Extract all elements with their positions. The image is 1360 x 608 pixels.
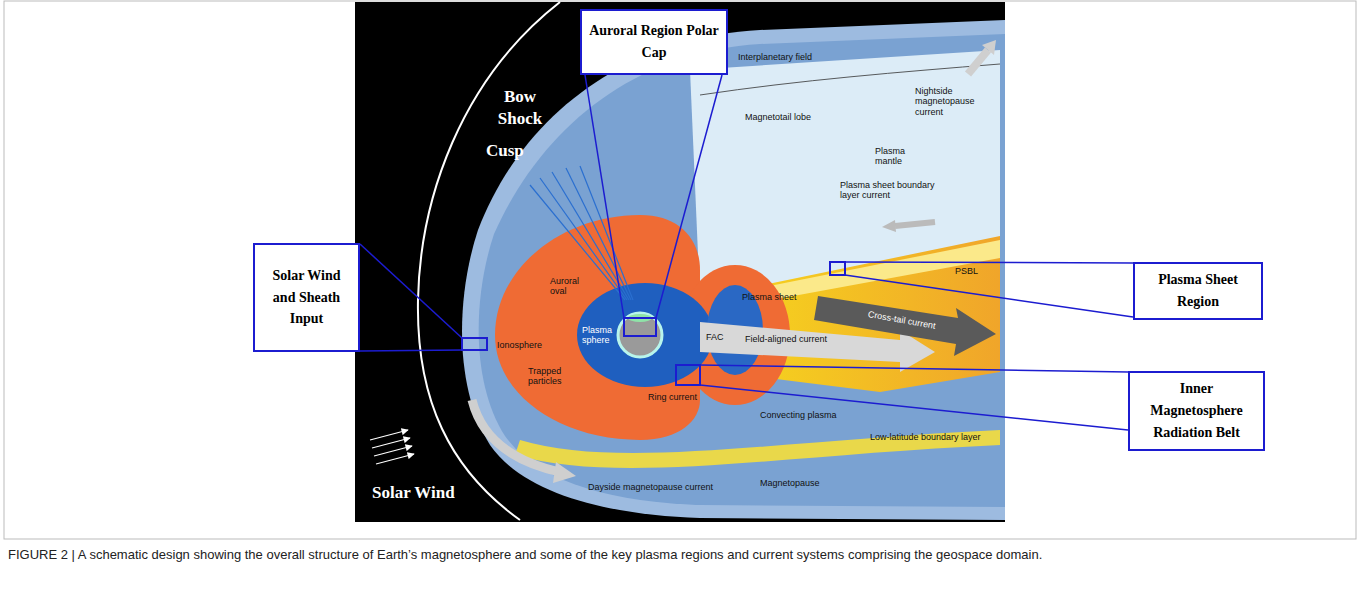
- region-label: Ionosphere: [497, 340, 542, 350]
- region-title: Solar Wind: [372, 482, 455, 504]
- leader-line: [845, 262, 1133, 263]
- callout-marker: [830, 262, 845, 275]
- region-title: Bow Shock: [492, 86, 548, 130]
- region-label: Plasma sheet: [742, 292, 797, 302]
- solar-wind-arrows: [370, 430, 414, 464]
- region-label: PSBL: [955, 266, 978, 276]
- region-label: Magnetotail lobe: [745, 112, 811, 122]
- magnetosheath-layer: [462, 20, 1005, 520]
- callout-box: Auroral Region Polar Cap: [580, 9, 728, 75]
- solar-wind-arrow: [372, 438, 410, 448]
- field-line: [580, 166, 633, 300]
- callout-text: Plasma Sheet Region: [1140, 269, 1256, 312]
- region-label: Nightside magnetopause current: [915, 86, 977, 117]
- region-label: Plasma sheet boundary layer current: [840, 180, 950, 201]
- callout-box: Plasma Sheet Region: [1133, 262, 1263, 320]
- region-label: Low-latitude boundary layer: [870, 432, 981, 442]
- dayside-current-arrow: [472, 400, 560, 472]
- region-label: Ring current: [648, 392, 697, 402]
- region-label: Dayside magnetopause current: [588, 482, 718, 492]
- nightside-current-arrowhead: [982, 40, 996, 55]
- region-label: Auroral oval: [550, 276, 592, 297]
- nightside-current-arrow: [968, 50, 988, 74]
- callout-box: Inner Magnetosphere Radiation Belt: [1128, 371, 1265, 451]
- region-label: Magnetopause: [760, 478, 820, 488]
- callout-text: Inner Magnetosphere Radiation Belt: [1135, 378, 1258, 443]
- figure-frame: [4, 1, 1356, 539]
- callout-marker: [624, 318, 656, 336]
- callout-text: Solar Wind and Sheath Input: [260, 265, 353, 330]
- callout-marker: [676, 365, 700, 385]
- psbl-current-arrowhead: [882, 220, 896, 232]
- plasmasphere-region: [577, 283, 713, 387]
- leader-line: [585, 75, 624, 318]
- region-label: Interplanetary field: [738, 52, 812, 62]
- region-label: FAC: [706, 332, 724, 342]
- figure-caption: FIGURE 2 | A schematic design showing th…: [8, 546, 1352, 564]
- dayside-current-arrowhead: [553, 462, 576, 483]
- region-title: Cusp: [486, 140, 524, 162]
- leader-line: [700, 385, 1128, 430]
- solar-wind-arrow: [370, 430, 408, 440]
- leader-line: [360, 350, 462, 351]
- region-label: Plasma mantle: [875, 146, 915, 167]
- cross-tail-current-arrow: [814, 296, 996, 356]
- field-line: [540, 178, 627, 300]
- psbl-current-arrow: [895, 222, 935, 226]
- lobe-field-line: [700, 64, 1000, 95]
- region-label: Field-aligned current: [745, 334, 827, 344]
- callout-leaders: [360, 75, 1133, 430]
- callout-marker: [462, 338, 487, 350]
- boundary-layer-band: [515, 430, 1000, 468]
- callout-text: Auroral Region Polar Cap: [587, 20, 721, 63]
- solar-wind-arrow: [374, 446, 412, 456]
- earth-globe: [618, 313, 662, 357]
- solar-wind-arrow: [376, 454, 414, 464]
- callout-box: Solar Wind and Sheath Input: [253, 243, 360, 352]
- region-label: Trapped particles: [528, 366, 576, 387]
- leader-line: [700, 365, 1128, 372]
- leader-line: [656, 75, 722, 318]
- region-label: Convecting plasma: [760, 410, 837, 420]
- leader-line: [845, 275, 1133, 317]
- leader-line: [360, 244, 462, 338]
- region-label: Plasma sphere: [582, 325, 616, 346]
- magnetosphere-body: [479, 34, 1005, 507]
